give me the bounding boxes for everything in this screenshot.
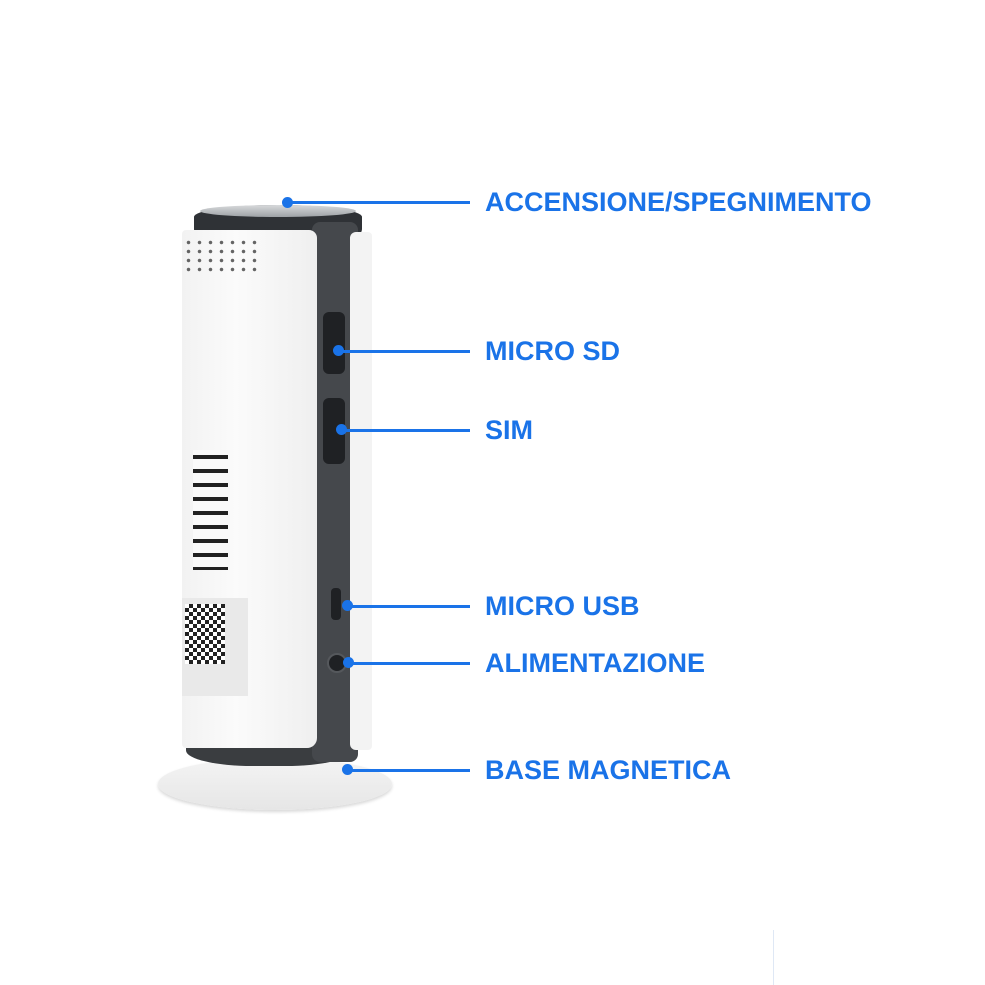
callout-line: [348, 662, 470, 665]
callout-label-sim: SIM: [485, 415, 534, 445]
speaker-grille: [183, 238, 263, 274]
vent-slots: [193, 450, 228, 570]
sim-slot: [323, 398, 345, 464]
callout-line: [341, 429, 470, 432]
qr-sticker: [182, 598, 248, 696]
power-button: [200, 205, 356, 217]
callout-line: [287, 201, 470, 204]
callout-label-micro-usb: MICRO USB: [485, 591, 640, 621]
callout-line: [338, 350, 470, 353]
body-right-strip: [350, 232, 372, 750]
callout-label-micro-sd: MICRO SD: [485, 336, 620, 366]
usb-port: [331, 588, 341, 620]
callout-label-power: ACCENSIONE/SPEGNIMENTO: [485, 187, 872, 217]
magnetic-base: [158, 758, 392, 810]
callout-line: [347, 769, 470, 772]
qr-code: [185, 604, 225, 664]
sd-slot: [323, 312, 345, 374]
divider-line: [773, 930, 774, 985]
callout-label-power-supply: ALIMENTAZIONE: [485, 648, 705, 678]
callout-line: [347, 605, 470, 608]
callout-label-magnetic-base: BASE MAGNETICA: [485, 755, 732, 785]
